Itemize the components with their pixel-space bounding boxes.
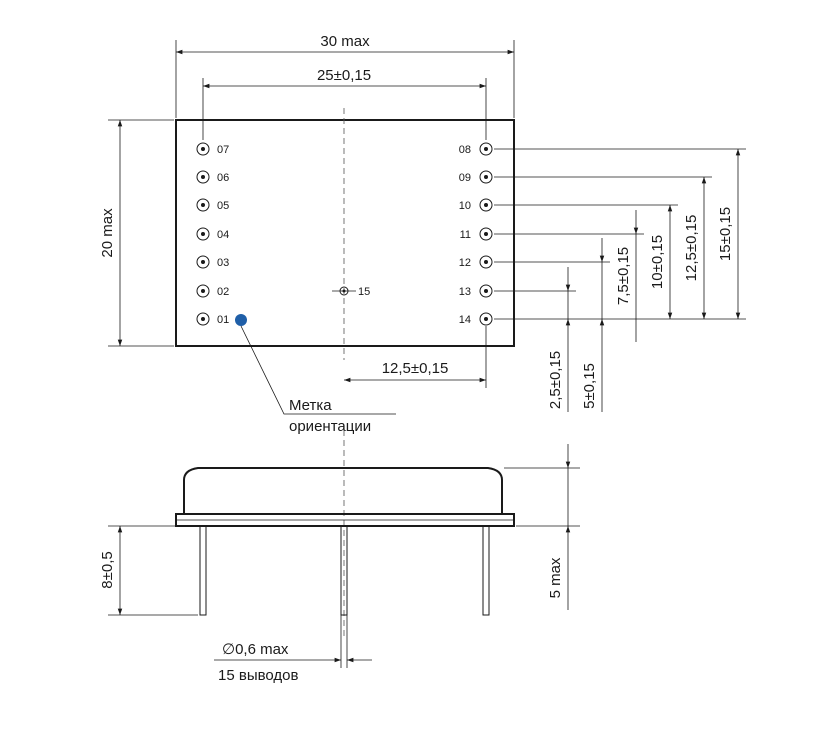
pin-label-10: 10 [459, 200, 471, 212]
pin-label-07: 07 [217, 144, 229, 156]
pin-10 [479, 198, 493, 212]
dim-r1: 2,5±0,15 [547, 351, 564, 409]
dim-r4: 10±0,15 [649, 235, 666, 289]
pin-label-12: 12 [459, 257, 471, 269]
pin-label-05: 05 [217, 200, 229, 212]
side-view [175, 430, 515, 640]
pin-12 [479, 255, 493, 269]
pin-label-03: 03 [217, 257, 229, 269]
dim-r2: 5±0,15 [581, 363, 598, 409]
dim-r5: 12,5±0,15 [683, 215, 700, 282]
top-view: 07 06 05 04 03 02 01 08 09 10 11 12 13 1… [175, 108, 515, 435]
dim-pin-span: 25±0,15 [317, 67, 371, 84]
pin-04 [196, 227, 210, 241]
top-dimensions: 30 max 25±0,15 20 max 12,5±0,15 15±0,15 … [99, 33, 746, 412]
pin-11 [479, 227, 493, 241]
pin-label-06: 06 [217, 172, 229, 184]
pin-01 [196, 312, 210, 326]
pin-14 [479, 312, 493, 326]
dim-height-max: 20 max [99, 208, 116, 258]
pin-label-13: 13 [459, 286, 471, 298]
right-pin-column: 08 09 10 11 12 13 14 [459, 142, 493, 326]
pin-09 [479, 170, 493, 184]
pin-label-11: 11 [460, 229, 471, 241]
pin-13 [479, 284, 493, 298]
dim-width-max: 30 max [320, 33, 370, 50]
dim-pin-diameter: ∅0,6 max [222, 641, 289, 658]
dim-r3: 7,5±0,15 [615, 247, 632, 305]
pin-05 [196, 198, 210, 212]
marker-label-line2: ориентации [289, 418, 371, 435]
pin-label-01: 01 [217, 314, 229, 326]
side-pin-left [199, 525, 207, 616]
pin-15 [339, 286, 349, 296]
dim-body-height: 5 max [547, 557, 564, 598]
dim-center-offset: 12,5±0,15 [382, 360, 449, 377]
package-outline [175, 119, 515, 347]
side-pin-right [482, 525, 490, 616]
pin-03 [196, 255, 210, 269]
dim-pin-count: 15 выводов [218, 667, 299, 684]
dim-pin-length: 8±0,5 [99, 551, 116, 588]
pin-08 [479, 142, 493, 156]
pin-02 [196, 284, 210, 298]
pin-label-15: 15 [358, 286, 370, 298]
pin-07 [196, 142, 210, 156]
pin-label-09: 09 [459, 172, 471, 184]
marker-leader-line [240, 325, 396, 415]
pin-label-08: 08 [459, 144, 471, 156]
side-dimensions: 8±0,5 5 max ∅0,6 max 15 выводов [99, 444, 580, 684]
left-pin-column: 07 06 05 04 03 02 01 [196, 142, 229, 326]
marker-label-line1: Метка [289, 397, 332, 414]
pin-label-04: 04 [217, 229, 229, 241]
can-body [183, 467, 503, 514]
orientation-marker [235, 314, 247, 326]
side-pin-center [340, 525, 348, 616]
dim-r6: 15±0,15 [717, 207, 734, 261]
pin-06 [196, 170, 210, 184]
pin-label-02: 02 [217, 286, 229, 298]
pin-label-14: 14 [459, 314, 471, 326]
